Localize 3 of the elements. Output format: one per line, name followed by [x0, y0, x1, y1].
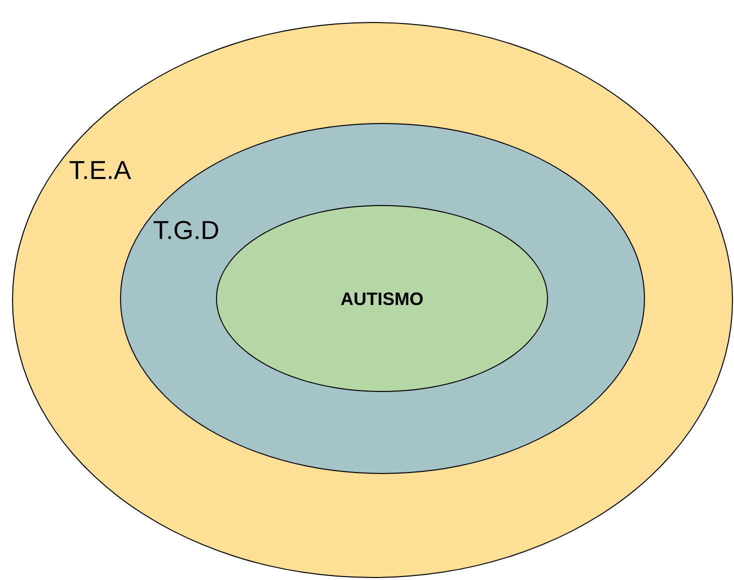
ellipse-label: T.G.D	[153, 217, 220, 243]
ellipse-label: T.E.A	[69, 157, 132, 183]
ellipse-label: AUTISMO	[340, 290, 424, 308]
